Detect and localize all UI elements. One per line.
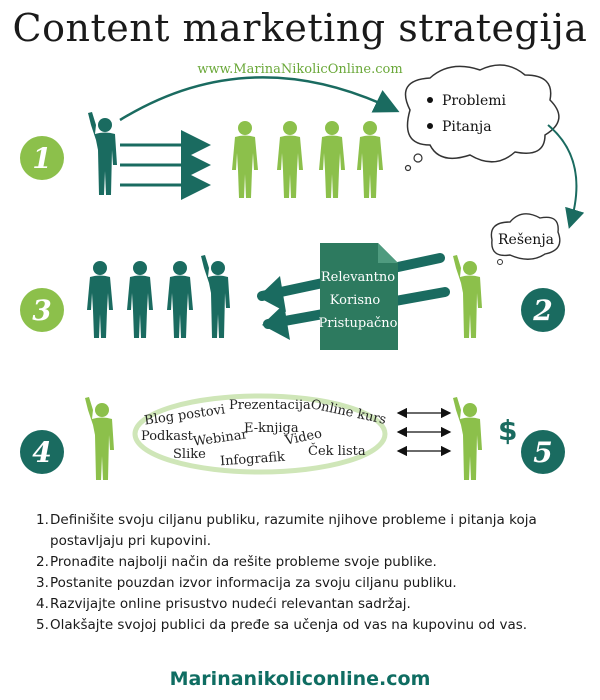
step-number-2: 2 (532, 294, 552, 327)
content-type-slike: Slike (173, 447, 206, 462)
step-circle-2: 2 (521, 288, 565, 332)
person-icon (277, 121, 303, 198)
cloud-item-resenja: Rešenja (498, 231, 554, 248)
cloud-down-arrow (547, 124, 585, 229)
solutions-cloud: Rešenja (490, 213, 561, 265)
person-icon (201, 255, 230, 338)
doc-word-relevantno: Relevantno (321, 270, 395, 285)
person-icon (232, 121, 258, 198)
speaker-icon (88, 112, 117, 195)
site-url: www.MarinaNikolicOnline.com (197, 62, 403, 77)
person-icon (319, 121, 345, 198)
content-document: Relevantno Korisno Pristupačno (319, 243, 398, 350)
cloud-item-pitanja: Pitanja (442, 119, 492, 135)
exchange-arrows (396, 407, 452, 457)
person-icon (87, 261, 113, 338)
person-icon (127, 261, 153, 338)
dollar-icon: $ (498, 414, 517, 447)
creator-icon (453, 255, 482, 338)
cloud-item-problemi: Problemi (442, 93, 507, 109)
step-item-3: 3. Postanite pouzdan izvor informacija z… (36, 575, 457, 591)
step-circle-1: 1 (20, 136, 64, 180)
person-icon (357, 121, 383, 198)
learner-icon (85, 397, 114, 480)
step-circle-5: 5 (521, 430, 565, 474)
step-item-1: 1.Definišite svoju ciljanu publiku, razu… (36, 512, 537, 549)
step-item-4: 4.Razvijajte online prisustvo nudeći rel… (36, 596, 411, 612)
content-type-cek-lista: Ček lista (308, 444, 366, 459)
content-type-podkast: Podkast (141, 429, 193, 444)
talk-arrows (120, 130, 211, 200)
curve-arrow-to-cloud (119, 76, 400, 122)
buyer-icon (453, 397, 482, 480)
content-type-e-knjiga: E-knjiga (244, 421, 299, 436)
steps-list: 1.Definišite svoju ciljanu publiku, razu… (36, 510, 576, 636)
step-item-5: 5.Olakšajte svojoj publici da pređe sa u… (36, 617, 528, 633)
doc-word-pristupacno: Pristupačno (319, 316, 398, 331)
step-item-2: 2.Pronađite najbolji način da rešite pro… (36, 554, 437, 570)
step-number-3: 3 (32, 294, 51, 327)
step-number-5: 5 (533, 436, 552, 469)
footer-logo: Marinanikoliconline.com (169, 668, 431, 690)
questions-cloud: Problemi Pitanja (404, 64, 560, 172)
step-number-1: 1 (32, 142, 51, 175)
content-type-prezentacija: Prezentacija (229, 398, 311, 413)
page-title: Content marketing strategija (12, 6, 588, 50)
person-icon (167, 261, 193, 338)
content-types-oval (132, 393, 388, 475)
step-number-4: 4 (32, 436, 51, 469)
doc-word-korisno: Korisno (330, 293, 381, 308)
step-circle-3: 3 (20, 288, 64, 332)
step-circle-4: 4 (20, 430, 64, 474)
